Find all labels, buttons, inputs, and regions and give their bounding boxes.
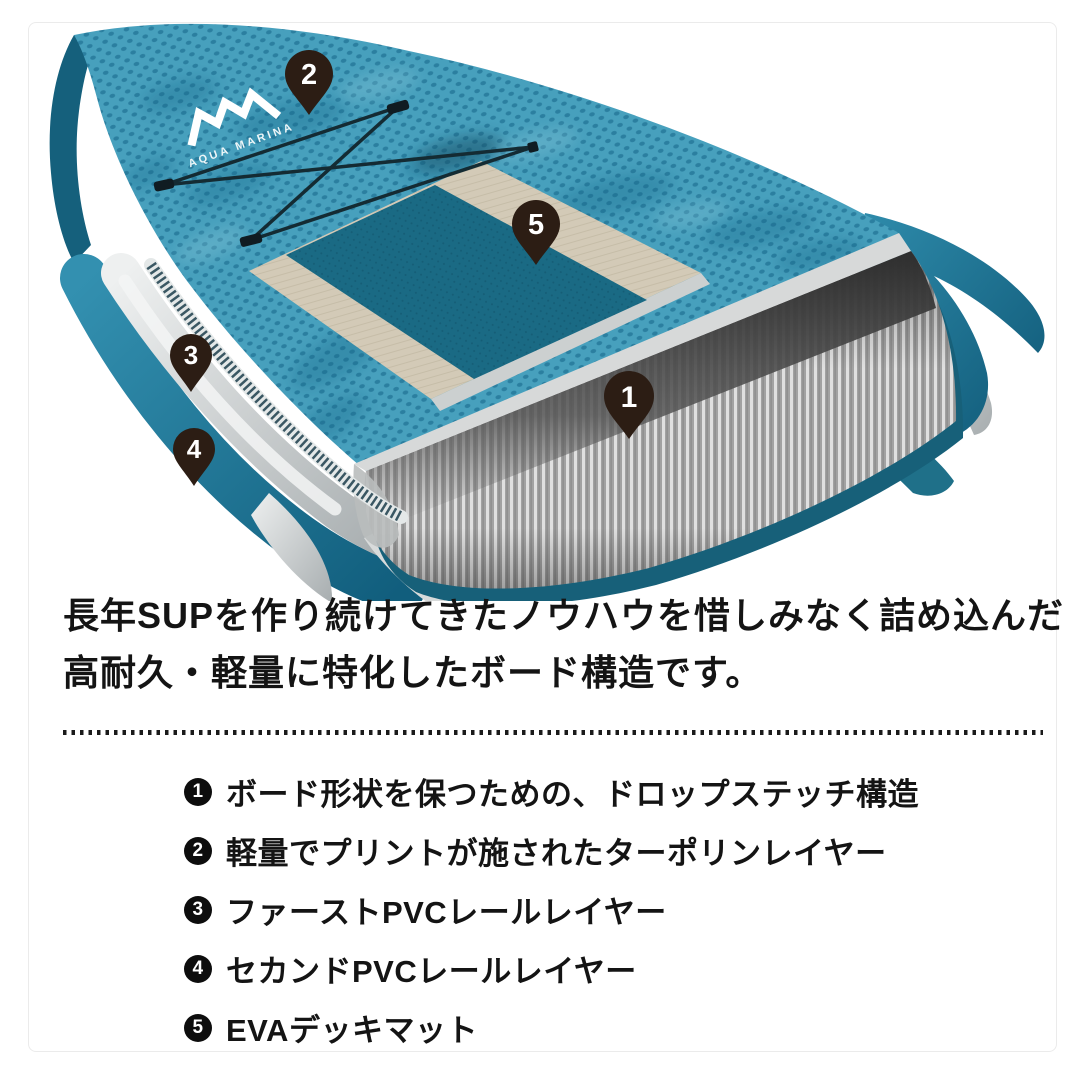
board-construction-card: AQUA MARINA 1 xyxy=(28,22,1064,1052)
bungee-cords xyxy=(162,105,535,242)
description-line-1: 長年SUPを作り続けてきたノウハウを惜しみなく詰め込んだ xyxy=(63,595,1064,636)
legend-marker-5: 5 xyxy=(184,1013,212,1042)
eva-deck-pad xyxy=(249,161,710,411)
legend-marker-1: 1 xyxy=(184,777,212,806)
legend-item-second-pvc: 4 セカンドPVCレールレイヤー xyxy=(184,939,919,998)
svg-text:2: 2 xyxy=(301,59,317,91)
rail-stitch-teeth xyxy=(144,258,408,524)
legend-marker-2: 2 xyxy=(184,836,212,865)
legend-label-1: ボード形状を保つための、ドロップステッチ構造 xyxy=(226,777,919,812)
map-pin-3: 3 xyxy=(170,334,212,392)
svg-text:5: 5 xyxy=(528,209,544,241)
legend-label-2: 軽量でプリントが施されたターポリンレイヤー xyxy=(226,836,887,871)
second-pvc-rail-layer xyxy=(60,254,425,601)
legend-label-4: セカンドPVCレールレイヤー xyxy=(226,954,637,989)
dotted-divider xyxy=(63,730,1043,735)
description-line-2: 高耐久・軽量に特化したボード構造です。 xyxy=(63,652,763,693)
legend-item-drop-stitch: 1 ボード形状を保つための、ドロップステッチ構造 xyxy=(184,762,919,821)
bungee-d-rings xyxy=(153,99,539,247)
legend-marker-3: 3 xyxy=(184,895,212,924)
description-text: 長年SUPを作り続けてきたノウハウを惜しみなく詰め込んだ 高耐久・軽量に特化した… xyxy=(63,587,1064,701)
am-mark-icon xyxy=(187,87,282,147)
legend-item-first-pvc: 3 ファーストPVCレールレイヤー xyxy=(184,880,919,939)
svg-text:4: 4 xyxy=(187,434,202,464)
construction-legend: 1 ボード形状を保つための、ドロップステッチ構造 2 軽量でプリントが施されたタ… xyxy=(184,762,919,1057)
legend-item-eva-deck: 5 EVAデッキマット xyxy=(184,998,919,1057)
legend-item-tarpaulin: 2 軽量でプリントが施されたターポリンレイヤー xyxy=(184,821,919,880)
map-pin-5: 5 xyxy=(512,200,560,265)
skin-cut-edge xyxy=(354,233,911,471)
map-pin-2: 2 xyxy=(285,50,333,115)
board-nose-bottom-layer xyxy=(49,35,99,263)
sup-board-cutaway-illustration: AQUA MARINA 1 xyxy=(49,23,1045,601)
legend-label-3: ファーストPVCレールレイヤー xyxy=(226,895,667,930)
legend-marker-4: 4 xyxy=(184,954,212,983)
svg-text:1: 1 xyxy=(621,381,638,414)
map-pin-4: 4 xyxy=(173,428,215,486)
map-pin-1: 1 xyxy=(604,371,654,439)
svg-text:3: 3 xyxy=(184,340,198,370)
legend-label-5: EVAデッキマット xyxy=(226,1013,478,1048)
